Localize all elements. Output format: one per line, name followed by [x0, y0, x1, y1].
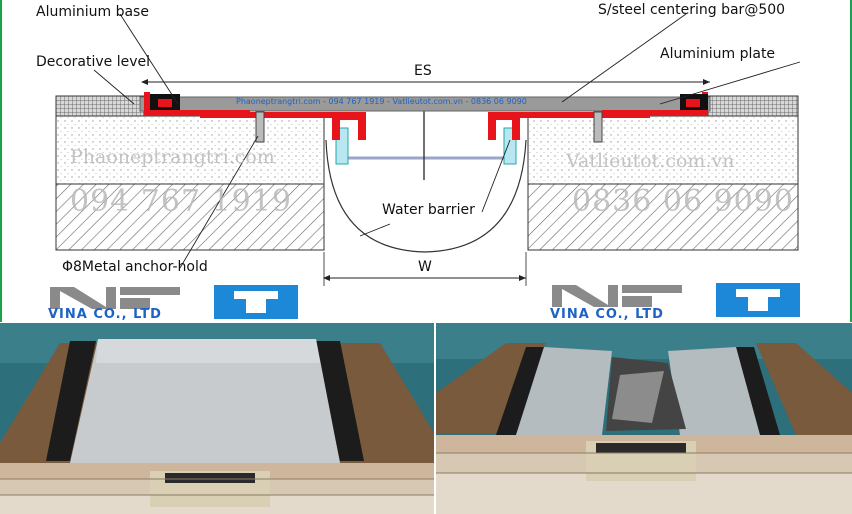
- watermark-right-phone: 0836 06 9090: [572, 184, 794, 219]
- water-barrier-label: Water barrier: [382, 202, 475, 218]
- decorative-level-label: Decorative level: [36, 54, 151, 70]
- photo-assembled-joint: [0, 323, 434, 514]
- centering-bar-label: S/steel centering bar@500: [598, 2, 786, 18]
- right-screed: [527, 115, 799, 185]
- left-concrete: [55, 183, 325, 251]
- cross-section-diagram: [0, 0, 852, 322]
- es-dimension-label: ES: [414, 63, 432, 79]
- aluminium-plate-label: Aluminium plate: [660, 46, 776, 62]
- company-logo-right: VINA CO., LTD: [548, 281, 808, 322]
- photo-open-joint: [436, 323, 852, 514]
- aluminium-base-label: Aluminium base: [36, 4, 149, 20]
- left-decorative-layer: [55, 95, 145, 117]
- watermark-left-site: Phaoneptrangtri.com: [70, 146, 275, 168]
- right-decorative-layer: [707, 95, 799, 117]
- company-logo-left: VINA CO., LTD: [46, 283, 306, 323]
- water-barrier-curve: [325, 139, 527, 253]
- anchor-hold-label: Φ8Metal anchor-hold: [62, 259, 208, 275]
- logo-right-company-name: VINA CO., LTD: [550, 307, 664, 322]
- watermark-top-line: Phaoneptrangtri.com - 094 767 1919 - Vat…: [236, 97, 527, 106]
- right-concrete: [527, 183, 799, 251]
- w-dimension-label: W: [418, 259, 432, 275]
- logo-left-company-name: VINA CO., LTD: [48, 307, 162, 322]
- watermark-right-site: Vatlieutot.com.vn: [566, 150, 735, 172]
- watermark-left-phone: 094 767 1919: [70, 184, 292, 219]
- left-screed: [55, 115, 325, 185]
- aluminium-plate: [139, 96, 711, 112]
